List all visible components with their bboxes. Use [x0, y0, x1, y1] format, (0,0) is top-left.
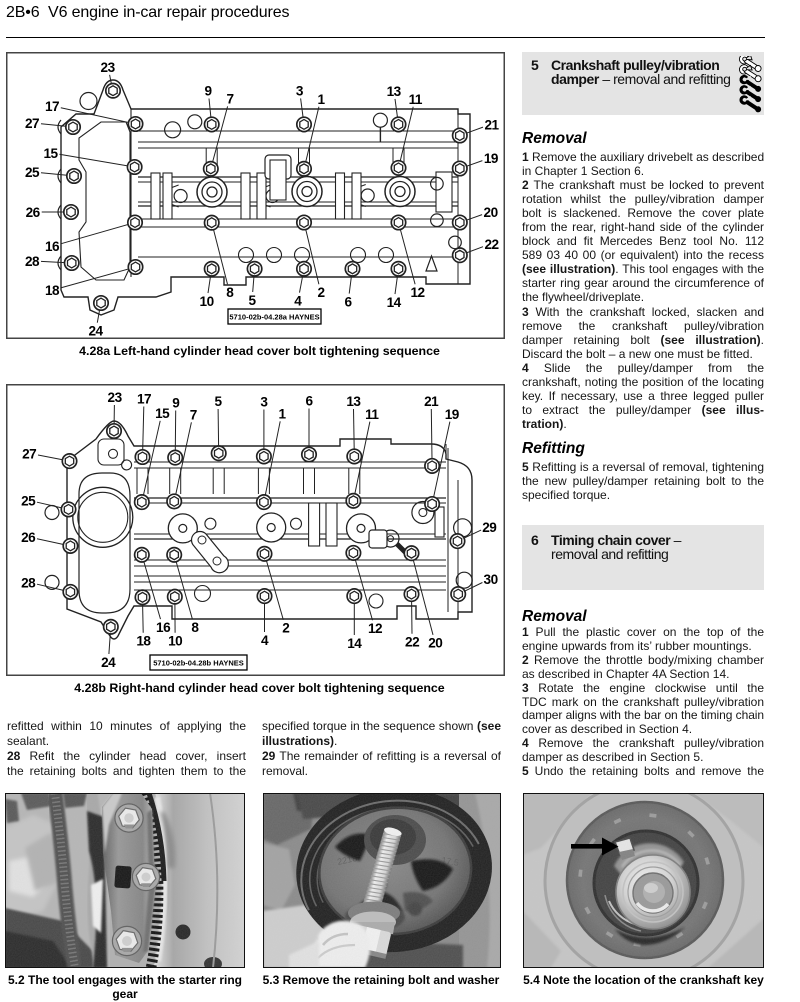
svg-text:14: 14	[347, 636, 362, 651]
svg-text:24: 24	[101, 655, 116, 670]
svg-text:21: 21	[424, 394, 439, 409]
svg-text:16: 16	[45, 239, 60, 254]
svg-text:20: 20	[484, 205, 498, 220]
svg-text:18: 18	[45, 283, 60, 298]
svg-text:2: 2	[282, 620, 290, 635]
svg-text:13: 13	[346, 394, 361, 409]
svg-text:25: 25	[21, 494, 36, 509]
svg-text:7: 7	[226, 92, 233, 107]
svg-text:30: 30	[484, 572, 498, 587]
svg-text:2: 2	[317, 285, 325, 300]
svg-text:27: 27	[25, 116, 39, 131]
svg-text:25: 25	[25, 165, 40, 180]
svg-text:13: 13	[387, 84, 402, 99]
svg-text:11: 11	[365, 407, 379, 422]
svg-text:10: 10	[168, 634, 182, 649]
svg-text:22: 22	[405, 635, 420, 650]
svg-text:18: 18	[136, 634, 151, 649]
svg-text:8: 8	[191, 620, 199, 635]
svg-text:7: 7	[190, 408, 197, 423]
svg-text:9: 9	[172, 396, 180, 411]
svg-text:9: 9	[204, 84, 212, 99]
svg-text:17: 17	[137, 392, 151, 407]
svg-text:4: 4	[294, 294, 302, 309]
svg-text:4: 4	[261, 633, 269, 648]
svg-text:10: 10	[200, 294, 214, 309]
svg-text:12: 12	[368, 621, 383, 636]
svg-text:28: 28	[21, 576, 36, 591]
svg-text:24: 24	[88, 324, 103, 339]
svg-text:6: 6	[305, 394, 313, 409]
svg-text:6: 6	[344, 295, 352, 310]
svg-text:28: 28	[25, 254, 40, 269]
svg-text:23: 23	[101, 60, 116, 75]
svg-text:22: 22	[484, 237, 499, 252]
svg-text:29: 29	[482, 520, 497, 535]
svg-text:19: 19	[445, 407, 460, 422]
svg-text:1: 1	[278, 407, 286, 422]
svg-text:26: 26	[26, 205, 41, 220]
svg-text:17: 17	[45, 99, 59, 114]
svg-text:14: 14	[387, 295, 402, 310]
svg-text:5710-02b-04.28b HAYNES: 5710-02b-04.28b HAYNES	[153, 659, 244, 668]
svg-text:8: 8	[226, 285, 234, 300]
svg-text:5710-02b-04.28a HAYNES: 5710-02b-04.28a HAYNES	[229, 313, 319, 322]
svg-text:1: 1	[317, 92, 325, 107]
svg-text:5: 5	[248, 293, 256, 308]
svg-text:19: 19	[484, 151, 499, 166]
svg-text:12: 12	[410, 285, 425, 300]
svg-text:27: 27	[22, 447, 36, 462]
svg-text:26: 26	[21, 530, 36, 545]
svg-text:5: 5	[214, 394, 222, 409]
svg-text:20: 20	[428, 636, 442, 651]
svg-text:3: 3	[260, 395, 268, 410]
svg-text:16: 16	[156, 620, 171, 635]
svg-text:11: 11	[409, 92, 423, 107]
svg-text:15: 15	[155, 406, 170, 421]
svg-text:23: 23	[108, 390, 123, 405]
svg-text:15: 15	[43, 146, 58, 161]
svg-text:3: 3	[296, 84, 304, 99]
svg-text:21: 21	[484, 118, 499, 133]
